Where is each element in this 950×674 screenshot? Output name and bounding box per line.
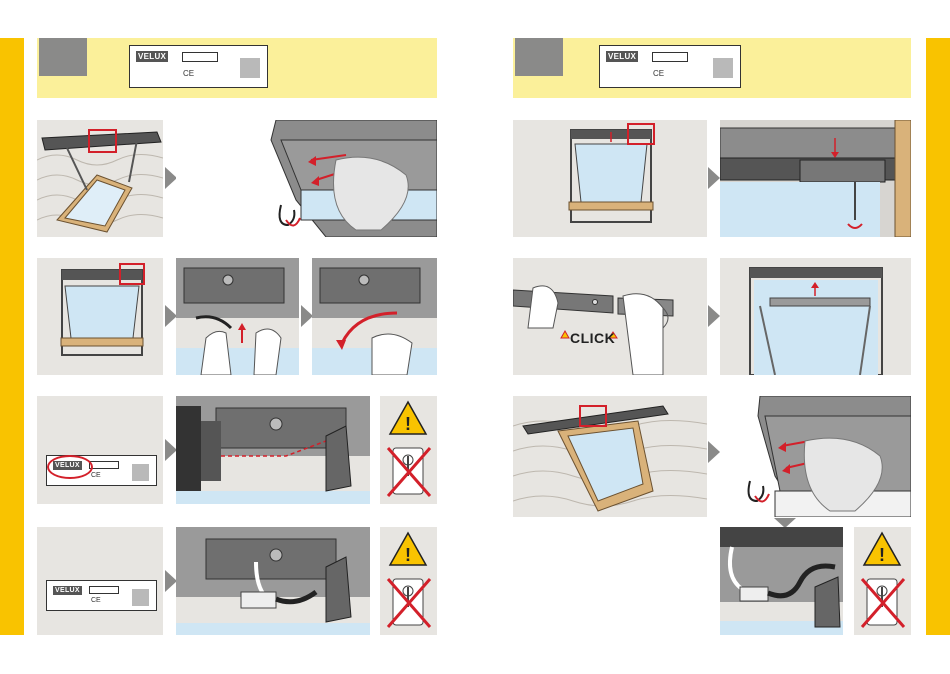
- left-header-type-label: VELUX CE: [129, 45, 268, 88]
- roof-window-close-panel: [513, 396, 707, 517]
- svg-text:!: !: [879, 545, 885, 565]
- window-front-panel: [37, 258, 163, 375]
- unlock-cover-detail-panel: [176, 120, 437, 237]
- ce-mark: CE: [653, 69, 664, 78]
- chevron-right-icon: [708, 167, 720, 189]
- mount-motor-panel: [720, 120, 911, 237]
- product-type-label-2: VELUX CE: [46, 580, 157, 611]
- velux-logo: VELUX: [136, 51, 168, 62]
- click-connect-panel: CLICK: [513, 258, 707, 375]
- warning-panel: !: [380, 396, 437, 504]
- remove-cover-panel: [312, 258, 437, 375]
- roof-window-open-panel: [37, 120, 163, 237]
- label-field: [652, 52, 688, 62]
- svg-text:!: !: [405, 545, 411, 565]
- chevron-right-icon: [708, 441, 720, 463]
- label-grey-square: [132, 589, 149, 606]
- label-grey-square: [240, 58, 260, 78]
- label-field: [89, 586, 119, 594]
- window-top-panel: [513, 120, 707, 237]
- warning-panel-2: !: [380, 527, 437, 635]
- warning-panel-3: !: [854, 527, 911, 635]
- highlight-ellipse: [47, 455, 93, 479]
- right-header-type-label: VELUX CE: [599, 45, 741, 88]
- velux-logo: VELUX: [53, 586, 82, 595]
- left-step-box: [39, 38, 87, 76]
- velux-logo: VELUX: [606, 51, 638, 62]
- left-edge-bar: [0, 38, 24, 635]
- cable-connect-panel: [720, 527, 843, 635]
- label-grey-square: [713, 58, 733, 78]
- label-field: [89, 461, 119, 469]
- disconnect-cable-panel: [176, 258, 299, 375]
- chevron-right-icon: [708, 305, 720, 327]
- label-field: [182, 52, 218, 62]
- ce-mark: CE: [183, 69, 194, 78]
- motor-connection-panel: [176, 396, 370, 504]
- click-text: CLICK: [570, 330, 615, 346]
- lock-cover-detail-panel: [720, 396, 911, 517]
- type-label-check-panel: [37, 396, 163, 504]
- motor-installed-panel: [720, 258, 911, 375]
- svg-text:!: !: [405, 414, 411, 434]
- cable-terminal-panel: [176, 527, 370, 635]
- right-step-box: [515, 38, 563, 76]
- label-grey-square: [132, 464, 149, 481]
- ce-mark: CE: [91, 472, 101, 479]
- right-edge-bar: [926, 38, 950, 635]
- ce-mark: CE: [91, 597, 101, 604]
